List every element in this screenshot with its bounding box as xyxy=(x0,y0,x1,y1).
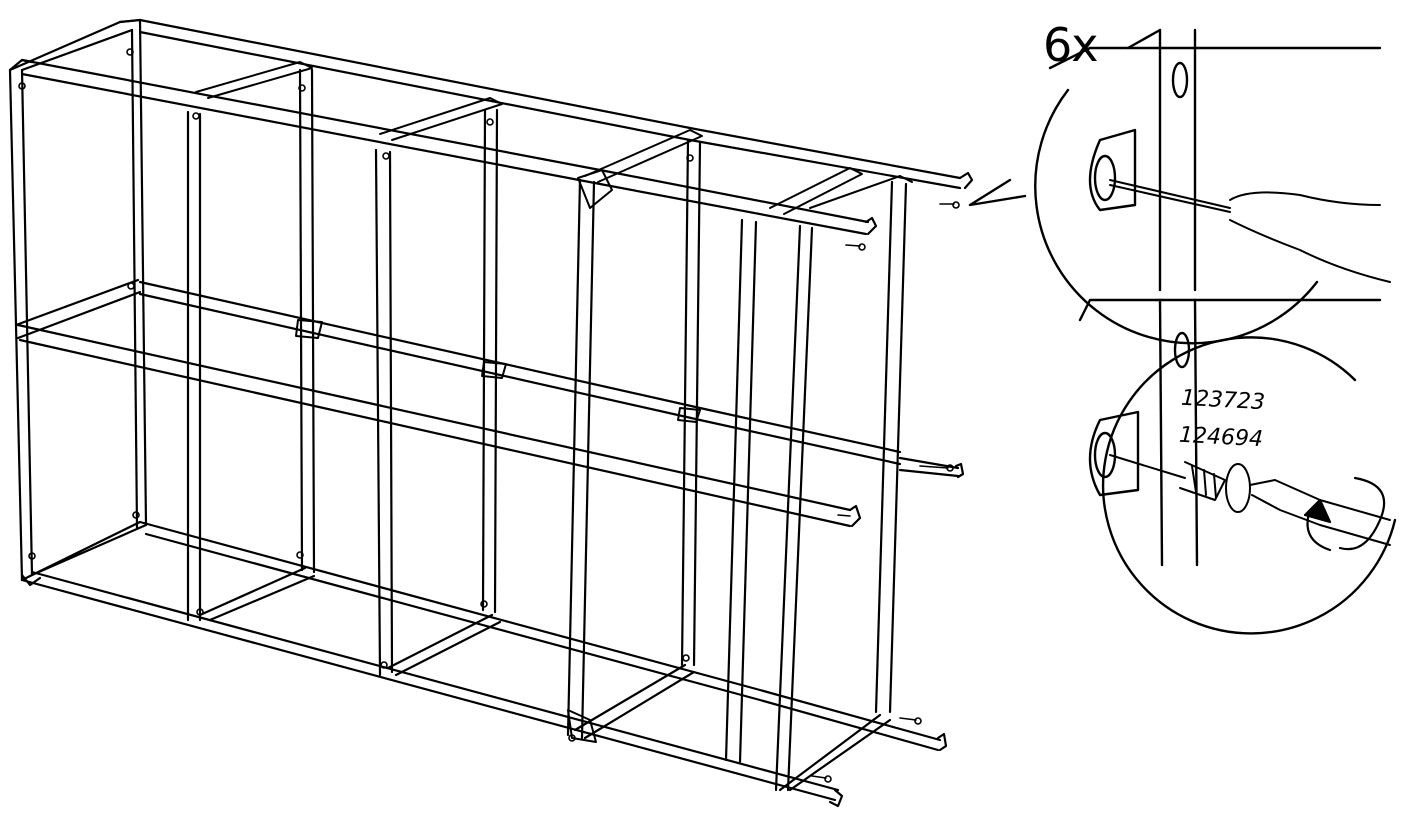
frame-top-back-rail xyxy=(138,18,974,190)
part-number-label: 124694 xyxy=(1178,422,1264,453)
screwdriver-icon xyxy=(1109,179,1391,283)
quantity-label: 6x xyxy=(1043,18,1098,72)
screw-icon xyxy=(1109,454,1251,513)
detail-callout-top xyxy=(968,28,1382,345)
detail-callout-bottom xyxy=(1078,298,1397,635)
part-number-label: 123723 xyxy=(1180,385,1266,416)
frame-top-front-rail xyxy=(20,58,878,236)
frame-top-cross-rails xyxy=(195,61,913,215)
frame-middle-rails xyxy=(16,280,965,528)
frame-left-end xyxy=(8,18,148,587)
corner-brackets xyxy=(295,169,701,743)
screw-icon xyxy=(811,201,960,783)
frame-bottom-rails xyxy=(20,520,948,808)
rotate-clockwise-icon xyxy=(1303,476,1386,552)
screwdriver-icon xyxy=(1249,479,1391,546)
frame-holes xyxy=(18,48,694,742)
